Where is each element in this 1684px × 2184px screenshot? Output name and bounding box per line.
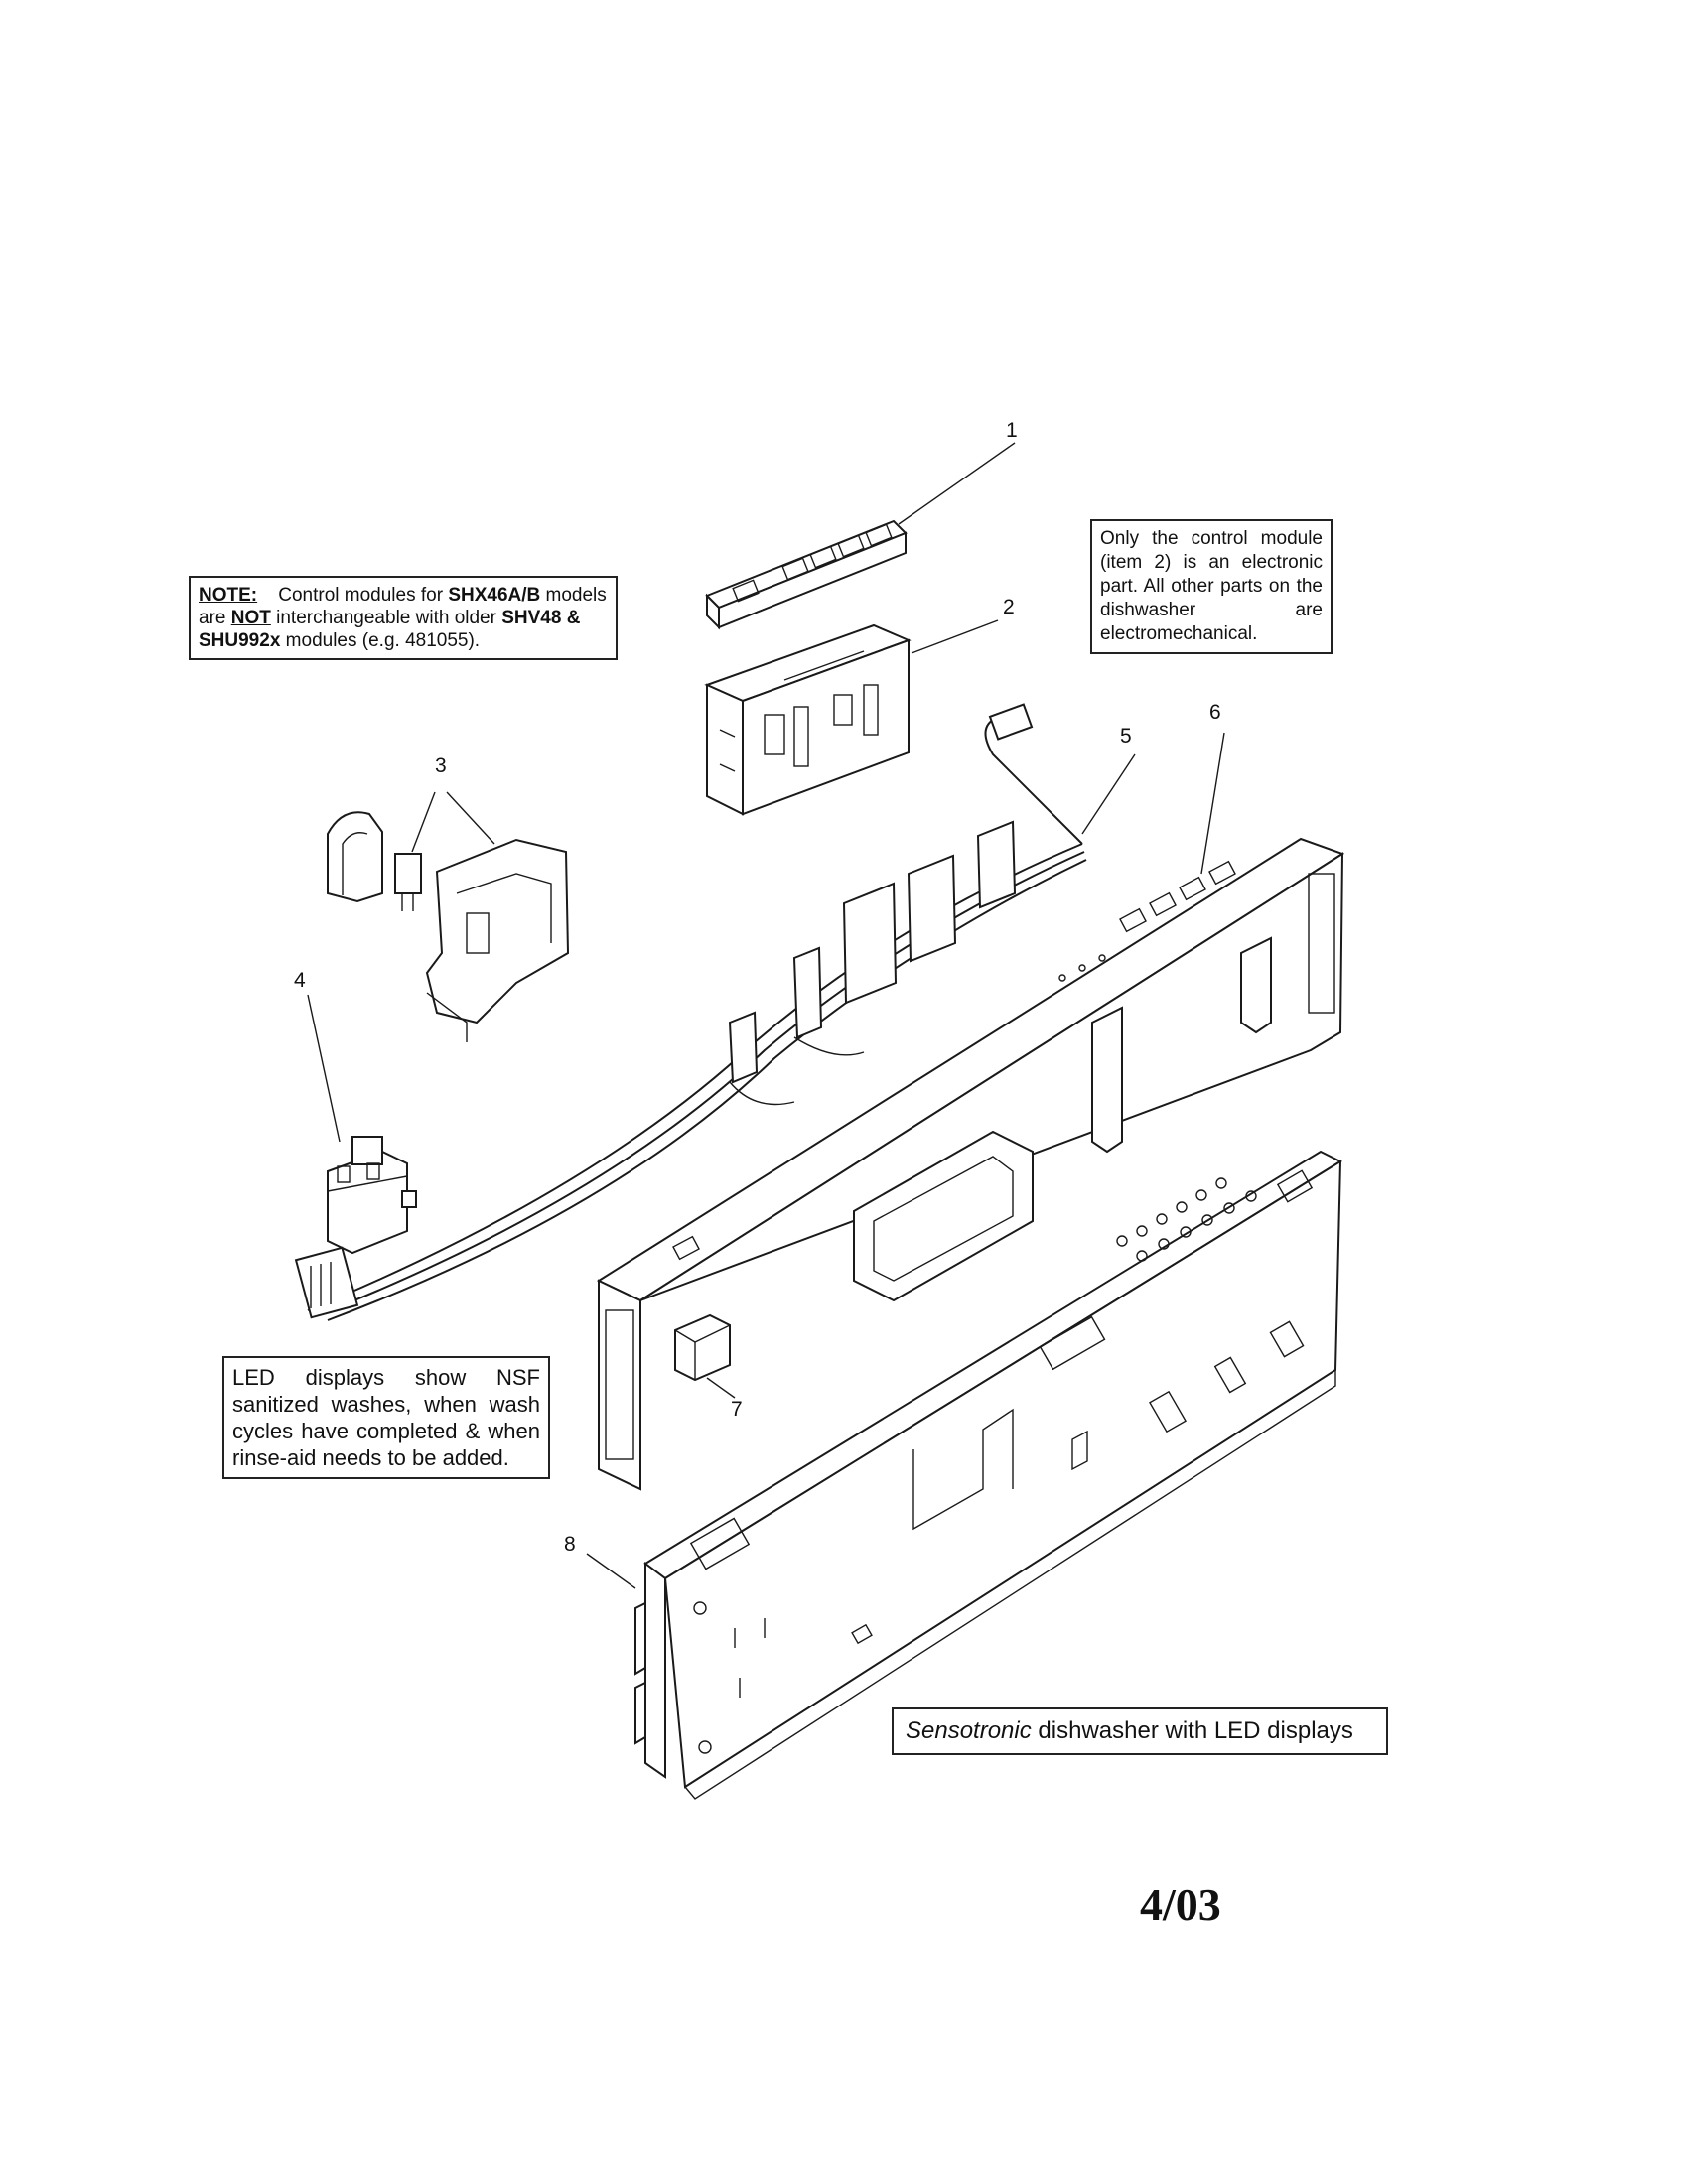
revision-date: 4/03 xyxy=(1140,1879,1221,1930)
note-text-1: Control modules for xyxy=(278,585,444,606)
part-2-control-module xyxy=(704,623,912,816)
caption-brand: Sensotronic xyxy=(906,1717,1032,1744)
note-model-a: SHX46A/B xyxy=(448,585,541,606)
diagram-caption: Sensotronic dishwasher with LED displays xyxy=(892,1707,1388,1755)
note-model-b: SHV48 & SHU992x xyxy=(199,608,581,651)
callout-7: 7 xyxy=(731,1398,743,1421)
callout-1: 1 xyxy=(1006,419,1018,442)
note-label: NOTE: xyxy=(199,585,258,606)
part-7-block xyxy=(674,1313,731,1382)
callout-8: 8 xyxy=(564,1533,576,1556)
note-text-3: interchangeable with older xyxy=(276,608,496,628)
leader-lines xyxy=(307,442,1225,1589)
part-1-keypad xyxy=(705,519,908,630)
note-text-2: models are xyxy=(199,585,607,628)
part-5-wiring-harness xyxy=(294,703,1087,1321)
note-not: NOT xyxy=(230,608,271,628)
part-6-front-panel xyxy=(596,837,1345,1491)
callout-6: 6 xyxy=(1209,701,1221,724)
callout-3: 3 xyxy=(435,754,447,777)
callout-2: 2 xyxy=(1003,596,1015,618)
part-3-switch-assembly xyxy=(327,811,570,1042)
caption-rest: dishwasher with LED displays xyxy=(1031,1717,1353,1744)
callout-5: 5 xyxy=(1120,725,1132,748)
note-text-4: modules (e.g. 481055). xyxy=(285,630,481,651)
note-control-modules: NOTE: Control modules for SHX46A/B model… xyxy=(189,576,618,660)
part-4-switch xyxy=(327,1136,417,1255)
callout-4: 4 xyxy=(294,969,306,992)
part-8-rear-housing xyxy=(634,1150,1343,1800)
note-electronic-part: Only the control module (item 2) is an e… xyxy=(1090,519,1333,654)
note-led-displays: LED displays show NSF sanitized washes, … xyxy=(222,1356,550,1479)
